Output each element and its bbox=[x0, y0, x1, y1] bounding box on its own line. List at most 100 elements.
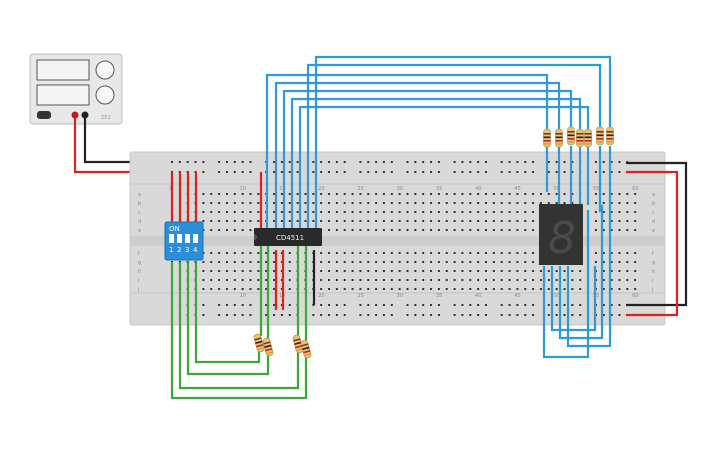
breadboard-hole[interactable] bbox=[241, 252, 244, 254]
breadboard-hole[interactable] bbox=[320, 270, 323, 272]
breadboard-hole[interactable] bbox=[508, 161, 511, 163]
breadboard-hole[interactable] bbox=[437, 211, 440, 213]
breadboard-hole[interactable] bbox=[320, 252, 323, 254]
breadboard-hole[interactable] bbox=[398, 279, 401, 281]
breadboard-hole[interactable] bbox=[610, 161, 613, 163]
breadboard-hole[interactable] bbox=[634, 211, 637, 213]
breadboard-hole[interactable] bbox=[555, 193, 558, 195]
breadboard-hole[interactable] bbox=[241, 288, 244, 290]
breadboard-hole[interactable] bbox=[508, 211, 511, 213]
breadboard-hole[interactable] bbox=[328, 279, 330, 281]
switch-wires[interactable] bbox=[170, 246, 308, 400]
breadboard-hole[interactable] bbox=[602, 220, 605, 222]
breadboard-hole[interactable] bbox=[280, 211, 283, 213]
breadboard-hole[interactable] bbox=[430, 229, 433, 231]
positive-terminal[interactable] bbox=[81, 111, 89, 119]
breadboard-hole[interactable] bbox=[422, 193, 425, 195]
breadboard-hole[interactable] bbox=[328, 211, 330, 213]
breadboard-hole[interactable] bbox=[602, 161, 605, 163]
breadboard-hole[interactable] bbox=[249, 211, 252, 213]
breadboard-hole[interactable] bbox=[602, 288, 605, 290]
ic-chip[interactable]: CD4511 bbox=[254, 228, 322, 246]
breadboard-hole[interactable] bbox=[532, 193, 535, 195]
breadboard-hole[interactable] bbox=[320, 288, 323, 290]
breadboard-hole[interactable] bbox=[265, 304, 268, 306]
breadboard-hole[interactable] bbox=[335, 229, 338, 231]
breadboard-hole[interactable] bbox=[563, 202, 566, 204]
breadboard-hole[interactable] bbox=[288, 220, 291, 222]
breadboard-hole[interactable] bbox=[469, 193, 472, 195]
breadboard-hole[interactable] bbox=[249, 261, 252, 263]
breadboard-hole[interactable] bbox=[453, 261, 456, 263]
breadboard-hole[interactable] bbox=[563, 270, 566, 272]
resistor[interactable] bbox=[543, 128, 551, 148]
breadboard-hole[interactable] bbox=[602, 261, 605, 263]
breadboard-hole[interactable] bbox=[328, 314, 330, 316]
breadboard-hole[interactable] bbox=[445, 193, 448, 195]
breadboard-hole[interactable] bbox=[492, 261, 495, 263]
breadboard-hole[interactable] bbox=[437, 288, 440, 290]
breadboard-hole[interactable] bbox=[359, 220, 362, 222]
breadboard-hole[interactable] bbox=[555, 270, 558, 272]
breadboard-hole[interactable] bbox=[445, 229, 448, 231]
dip-power-jumpers[interactable] bbox=[170, 172, 263, 228]
breadboard-hole[interactable] bbox=[390, 202, 393, 204]
breadboard-hole[interactable] bbox=[461, 202, 464, 204]
breadboard-hole[interactable] bbox=[626, 279, 629, 281]
breadboard-hole[interactable] bbox=[618, 288, 621, 290]
breadboard-hole[interactable] bbox=[532, 261, 535, 263]
breadboard-hole[interactable] bbox=[634, 229, 637, 231]
breadboard-hole[interactable] bbox=[524, 314, 527, 316]
breadboard-hole[interactable] bbox=[265, 261, 268, 263]
breadboard-hole[interactable] bbox=[406, 314, 409, 316]
breadboard-hole[interactable] bbox=[422, 161, 425, 163]
breadboard-hole[interactable] bbox=[485, 193, 487, 195]
breadboard-hole[interactable] bbox=[218, 304, 221, 306]
breadboard-hole[interactable] bbox=[547, 202, 550, 204]
breadboard-hole[interactable] bbox=[288, 270, 291, 272]
breadboard-hole[interactable] bbox=[579, 314, 582, 316]
breadboard-hole[interactable] bbox=[516, 288, 519, 290]
breadboard-hole[interactable] bbox=[273, 288, 276, 290]
breadboard-hole[interactable] bbox=[492, 211, 495, 213]
breadboard-hole[interactable] bbox=[618, 279, 621, 281]
breadboard-hole[interactable] bbox=[202, 270, 205, 272]
breadboard-hole[interactable] bbox=[492, 270, 495, 272]
breadboard-hole[interactable] bbox=[453, 252, 456, 254]
breadboard-hole[interactable] bbox=[288, 314, 291, 316]
breadboard-hole[interactable] bbox=[382, 288, 385, 290]
breadboard-hole[interactable] bbox=[343, 270, 346, 272]
segment-wires[interactable] bbox=[265, 55, 612, 359]
breadboard-hole[interactable] bbox=[382, 279, 385, 281]
breadboard-hole[interactable] bbox=[328, 193, 330, 195]
breadboard-hole[interactable] bbox=[320, 202, 323, 204]
breadboard-hole[interactable] bbox=[516, 279, 519, 281]
breadboard-hole[interactable] bbox=[485, 229, 487, 231]
breadboard-hole[interactable] bbox=[539, 202, 542, 204]
breadboard-hole[interactable] bbox=[492, 252, 495, 254]
breadboard-hole[interactable] bbox=[367, 304, 370, 306]
breadboard-hole[interactable] bbox=[375, 211, 378, 213]
breadboard-hole[interactable] bbox=[469, 229, 472, 231]
breadboard-hole[interactable] bbox=[602, 270, 605, 272]
breadboard-hole[interactable] bbox=[210, 211, 213, 213]
breadboard-hole[interactable] bbox=[492, 279, 495, 281]
breadboard-hole[interactable] bbox=[359, 304, 362, 306]
breadboard-hole[interactable] bbox=[422, 304, 425, 306]
breadboard-hole[interactable] bbox=[485, 202, 487, 204]
breadboard-hole[interactable] bbox=[430, 252, 433, 254]
breadboard-hole[interactable] bbox=[524, 252, 527, 254]
breadboard-hole[interactable] bbox=[351, 193, 354, 195]
breadboard-hole[interactable] bbox=[328, 202, 330, 204]
breadboard-hole[interactable] bbox=[477, 202, 480, 204]
breadboard-hole[interactable] bbox=[461, 288, 464, 290]
dip-toggle-1[interactable] bbox=[169, 234, 174, 243]
breadboard-hole[interactable] bbox=[359, 314, 362, 316]
breadboard-hole[interactable] bbox=[508, 229, 511, 231]
breadboard-hole[interactable] bbox=[469, 220, 472, 222]
breadboard-hole[interactable] bbox=[430, 279, 433, 281]
breadboard-hole[interactable] bbox=[532, 161, 535, 163]
breadboard-hole[interactable] bbox=[500, 314, 503, 316]
breadboard-hole[interactable] bbox=[202, 220, 205, 222]
